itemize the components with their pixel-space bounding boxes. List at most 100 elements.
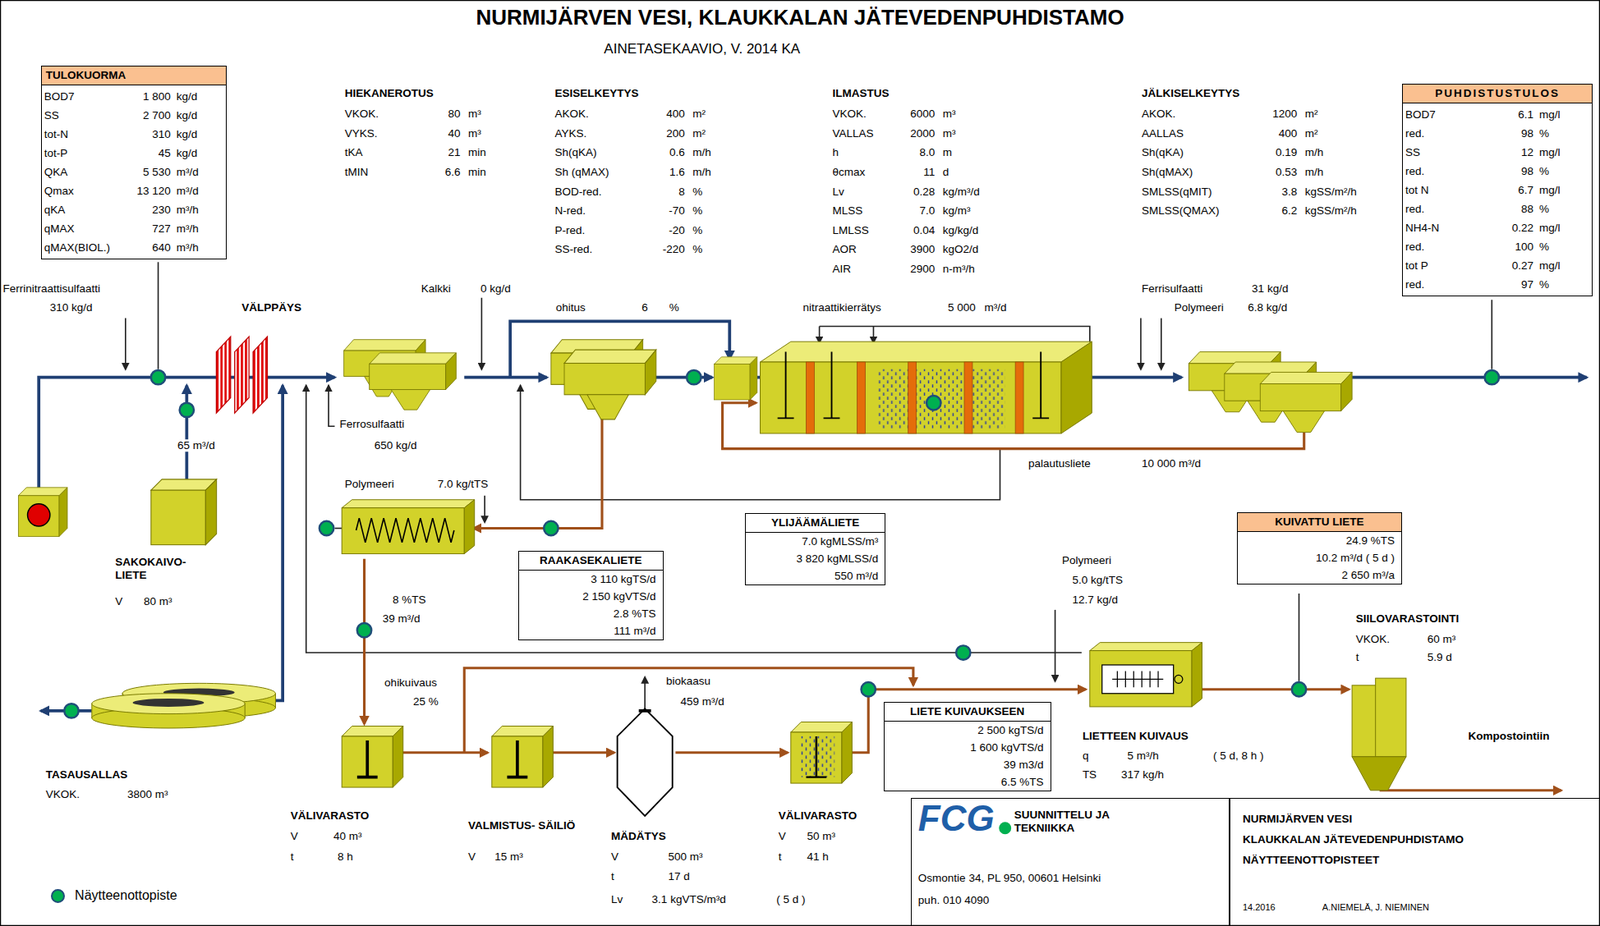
table-cell: 0.27 (1472, 256, 1534, 276)
plant-label: m² (1304, 107, 1320, 121)
plant-label: t (1355, 652, 1361, 666)
plant-label: kgSS/m²/h (1304, 185, 1358, 199)
table-row: 6.5 %TS (884, 773, 1051, 791)
table-header: TULOKUORMA (41, 66, 226, 86)
plant-label: AOR (832, 243, 858, 258)
plant-label: palautusliete (1027, 458, 1092, 472)
table-cell: % (1533, 124, 1587, 143)
plant-label: 80 m³ (142, 595, 174, 609)
table-cell: m³/d (170, 181, 221, 201)
table-cell: qMAX(BIOL.) (44, 238, 114, 258)
plant-label: 6.2 (1280, 204, 1298, 218)
plant-label: 40 (447, 127, 462, 141)
plant-label: m³/d (983, 301, 1008, 315)
plant-label: m³ (467, 107, 483, 121)
plant-label: SS-red. (554, 243, 594, 258)
plant-label: 10 000 m³/d (1140, 458, 1202, 472)
plant-label: 41 h (805, 850, 829, 865)
plant-label: n-m³/h (942, 262, 976, 276)
table-row: 111 m³/d (519, 622, 663, 640)
plant-label: 317 kg/h (1120, 768, 1165, 782)
plant-label: -70 (667, 204, 686, 218)
plant-label: kgSS/m²/h (1304, 204, 1358, 218)
table-cell: 230 (113, 200, 171, 220)
plant-label: SIILOVARASTOINTI (1355, 612, 1461, 626)
plant-label: 15 m³ (493, 850, 525, 865)
plant-label: 8 %TS (391, 593, 428, 607)
plant-label: Sh (qMAX) (554, 165, 611, 180)
data-box: FCGSUUNNITTELU JA TEKNIIKKAOsmontie 34, … (910, 798, 1230, 926)
table-row: 39 m3/d (884, 756, 1051, 774)
plant-label: m² (1304, 127, 1320, 141)
plant-label: q (1081, 749, 1090, 764)
plant-label: 0 kg/d (479, 282, 512, 296)
title-block-text: SUUNNITTELU JA TEKNIIKKA (1014, 809, 1137, 836)
legend-text: Näytteenottopiste (74, 888, 178, 904)
table-cell: 45 (113, 143, 171, 163)
plant-label: Polymeeri (344, 478, 396, 492)
plant-label: h (832, 147, 841, 161)
table-cell: 0.22 (1472, 218, 1534, 238)
plant-label: 650 kg/d (373, 439, 419, 453)
plant-label: N-red. (554, 204, 588, 218)
table-cell: 2 700 (113, 105, 171, 125)
table-header: KUIVATTU LIETE (1237, 513, 1402, 533)
table-cell: 98 (1472, 161, 1534, 181)
plant-label: 7.0 (918, 204, 936, 218)
table-cell: 88 (1472, 199, 1534, 219)
table-cell: BOD7 (1405, 105, 1473, 125)
table-cell: NH4-N (1405, 218, 1473, 238)
plant-label: 459 m³/d (679, 695, 725, 709)
plant-label: ( 5 d, 8 h ) (1212, 749, 1265, 764)
data-box: TULOKUORMABOD71 800kg/dSS2 700kg/dtot-N3… (41, 65, 227, 260)
plant-label: 17 d (666, 871, 690, 885)
table-cell: 13 120 (113, 181, 171, 201)
table-cell: m³/h (170, 200, 221, 220)
table-row: 1 600 kgVTS/d (884, 739, 1051, 757)
legend-swatch (50, 889, 65, 904)
table-cell: % (1533, 199, 1587, 219)
plant-label: 310 kg/d (49, 301, 94, 315)
table-cell: 98 (1472, 124, 1534, 143)
plant-label: 12.7 kg/d (1071, 593, 1119, 607)
plant-label: % (691, 204, 704, 218)
plant-label: m (942, 147, 953, 161)
plant-label: 3.1 kgVTS/m³d (651, 893, 727, 907)
plant-label: P-red. (554, 224, 587, 238)
title-block-text: NURMIJÄRVEN VESI (1242, 813, 1352, 827)
plant-label: VÄLIVARASTO (289, 809, 371, 823)
table-cell: tot-N (44, 124, 114, 144)
plant-label: VKOK. (832, 107, 868, 121)
plant-label: 11 (922, 165, 936, 180)
table-header: YLIJÄÄMÄLIETE (745, 514, 885, 534)
plant-label: Sh(qKA) (1140, 147, 1185, 161)
plant-label: V (467, 850, 477, 865)
table-cell: m³/d (170, 162, 221, 182)
title-block-text: 14.2016 (1242, 902, 1276, 914)
plant-label: % (668, 301, 681, 315)
plant-label: min (467, 147, 488, 161)
plant-label: 3900 (909, 243, 936, 258)
table-cell: red. (1405, 275, 1473, 295)
plant-label: 5 m³/h (1126, 749, 1160, 764)
plant-label: 50 m³ (805, 830, 837, 844)
plant-label: 7.0 kg/tTS (436, 478, 490, 492)
table-cell: red. (1405, 161, 1473, 181)
plant-label: BOD-red. (554, 185, 603, 199)
plant-label: AYKS. (554, 127, 589, 141)
plant-label: 31 kg/d (1250, 282, 1289, 296)
plant-label: Kompostointiin (1466, 730, 1550, 744)
plant-label: kg/m³/d (942, 185, 981, 199)
plant-label: 40 m³ (332, 830, 364, 844)
table-cell: mg/l (1533, 142, 1587, 162)
plant-label: Polymeeri (1173, 301, 1225, 315)
table-row: 7.0 kgMLSS/m³ (745, 533, 885, 551)
data-box: PUHDISTUSTULOSBOD76.1mg/lred.98%SS12mg/l… (1402, 83, 1593, 297)
plant-label: 0.19 (1274, 147, 1298, 161)
plant-label: 1200 (1271, 107, 1298, 121)
plant-label: 0.53 (1274, 165, 1298, 180)
title-block-text: puh. 010 4090 (918, 894, 989, 908)
plant-label: 400 (665, 107, 686, 121)
plant-label: VKOK. (344, 107, 380, 121)
